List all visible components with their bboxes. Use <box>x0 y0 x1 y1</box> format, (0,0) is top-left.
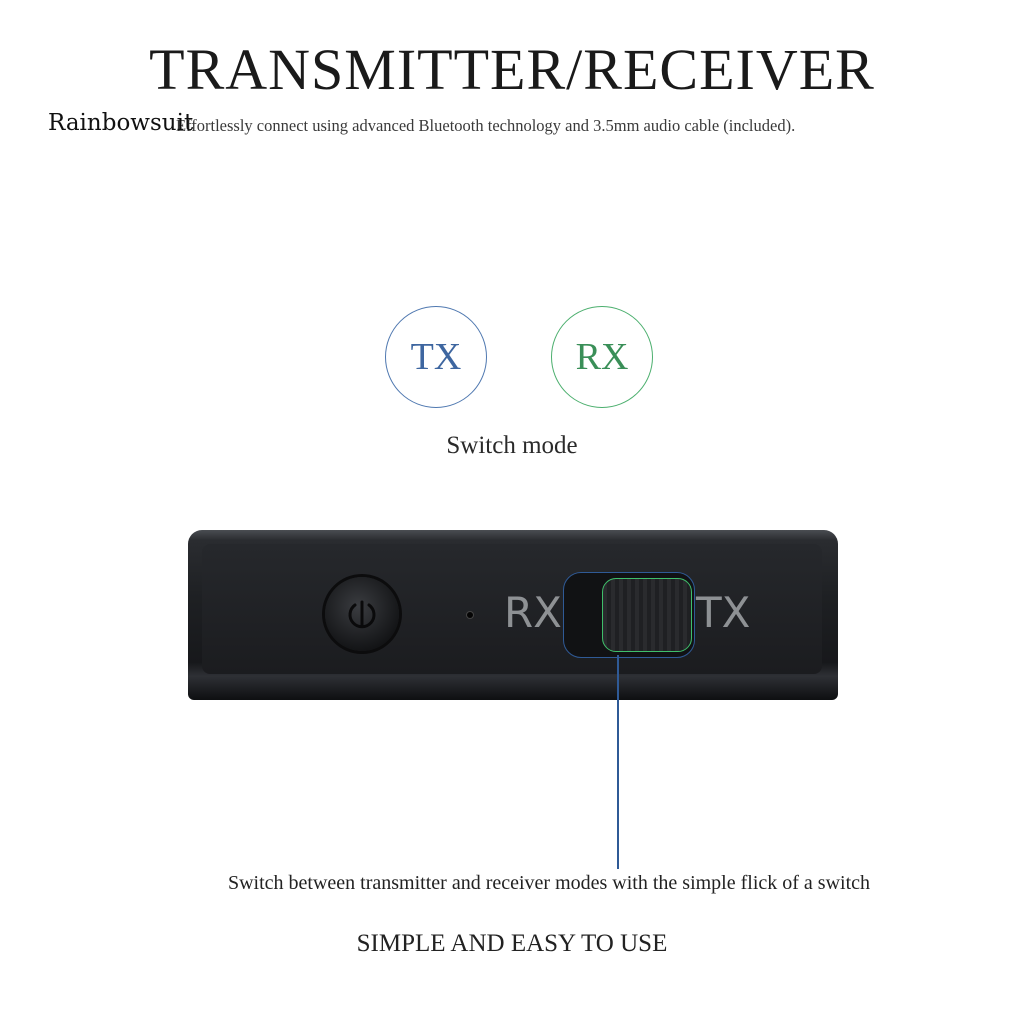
switch-mode-label: Switch mode <box>446 432 578 459</box>
device-rx-label: RX <box>504 588 562 637</box>
rx-mode-label: RX <box>575 336 629 378</box>
tx-mode-badge: TX <box>385 306 487 408</box>
footer-heading: SIMPLE AND EASY TO USE <box>356 930 668 957</box>
device-image: RX TX <box>188 530 838 700</box>
page-title: TRANSMITTER/RECEIVER <box>149 37 875 102</box>
mode-switch-knob <box>602 578 692 652</box>
device-face <box>202 544 822 674</box>
rx-mode-badge: RX <box>551 306 653 408</box>
power-icon <box>348 600 376 629</box>
callout-caption: Switch between transmitter and receiver … <box>227 872 871 894</box>
power-button <box>325 577 399 651</box>
device-tx-label: TX <box>696 588 751 637</box>
watermark: Rainbowsuit <box>48 110 194 136</box>
callout-line <box>617 655 619 869</box>
tx-mode-label: TX <box>410 336 462 378</box>
subtitle: Effortlessly connect using advanced Blue… <box>176 116 796 135</box>
led-indicator <box>467 612 473 618</box>
